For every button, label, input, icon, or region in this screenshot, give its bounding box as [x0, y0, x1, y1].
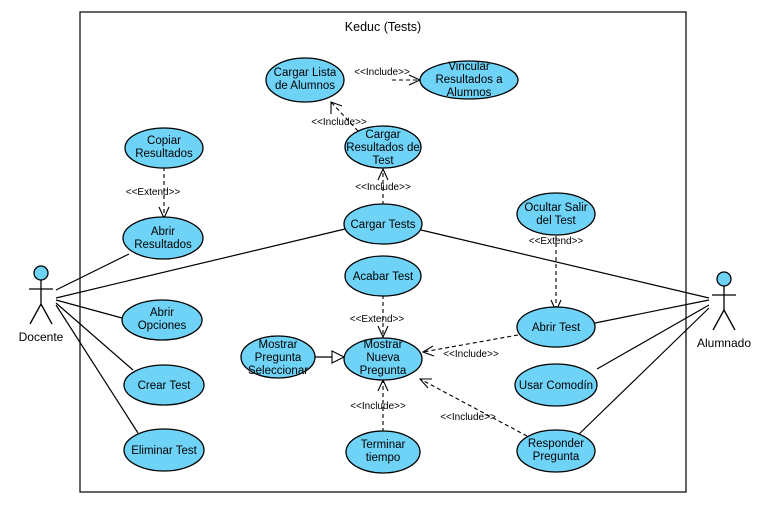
actor-docente: Docente: [19, 265, 64, 344]
assoc-docente-abrir-opciones: [55, 299, 123, 319]
svg-text:Usar Comodín: Usar Comodín: [519, 380, 593, 392]
dep-terminar-mostrar-label: <<Include>>: [350, 401, 406, 412]
dep-responder-mostrar: [419, 378, 528, 437]
dep-abrirtest-mostrar-label: <<Include>>: [443, 349, 499, 360]
dep-resultados-lista-label: <<Include>>: [311, 117, 367, 128]
dep-abrirtest-mostrar: [422, 334, 519, 353]
system-title: Keduc (Tests): [345, 20, 421, 34]
svg-text:Eliminar Test: Eliminar Test: [131, 445, 197, 457]
assoc-docente-cargar-tests: [55, 228, 346, 299]
assoc-docente-crear: [55, 302, 134, 371]
actor-alumnado-label: Alumnado: [697, 336, 751, 350]
assoc-docente-abrir-resultados: [55, 253, 130, 291]
uc-usar-comodin[interactable]: Usar Comodín: [514, 363, 598, 407]
actor-docente-label: Docente: [19, 330, 64, 344]
dep-copiar-abrir-label: <<Extend>>: [126, 187, 181, 198]
svg-text:Abrir Test: Abrir Test: [532, 322, 581, 334]
uc-acabar-test[interactable]: Acabar Test: [344, 255, 422, 297]
uc-eliminar-test[interactable]: Eliminar Test: [123, 428, 205, 472]
dep-responder-mostrar-label: <<Include>>: [440, 412, 496, 423]
dep-lista-vincular-label: <<Include>>: [354, 67, 410, 78]
svg-text:Crear Test: Crear Test: [138, 380, 192, 392]
uc-crear-test[interactable]: Crear Test: [123, 364, 205, 406]
gen-arrowhead: [331, 350, 346, 364]
dep-acabar-mostrar-label: <<Extend>>: [350, 314, 405, 325]
assoc-alumnado-abrir-test: [594, 299, 710, 324]
uc-cargar-tests[interactable]: Cargar Tests: [343, 203, 423, 245]
svg-text:Cargar Tests: Cargar Tests: [351, 219, 416, 231]
assoc-alumnado-responder: [575, 307, 710, 438]
assoc-alumnado-comodin: [596, 304, 710, 370]
svg-text:Acabar Test: Acabar Test: [353, 271, 414, 283]
system-boundary: [79, 11, 687, 493]
dep-ocultar-abrir-label: <<Extend>>: [529, 236, 584, 247]
assoc-alumnado-cargar-tests: [420, 229, 710, 299]
actor-alumnado: Alumnado: [697, 271, 751, 350]
uc-abrir-test[interactable]: Abrir Test: [516, 306, 596, 348]
dep-tests-resultados-label: <<Include>>: [355, 182, 411, 193]
assoc-docente-eliminar: [55, 304, 139, 434]
